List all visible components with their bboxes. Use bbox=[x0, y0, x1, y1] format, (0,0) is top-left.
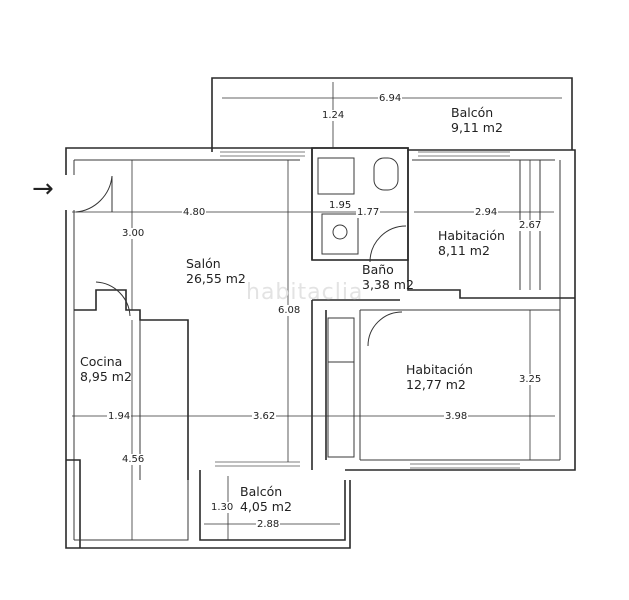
room-name: Habitación bbox=[438, 228, 505, 243]
outer-walls bbox=[65, 147, 576, 549]
dim-bano-width-a: 1.95 bbox=[328, 200, 353, 211]
bedroom-1-walls bbox=[407, 150, 575, 299]
room-area: 26,55 m2 bbox=[186, 271, 246, 286]
room-area: 8,95 m2 bbox=[80, 369, 132, 384]
dim-hab1-depth: 2.67 bbox=[518, 220, 543, 231]
room-name: Salón bbox=[186, 256, 221, 271]
room-name: Habitación bbox=[406, 362, 473, 377]
room-name: Baño bbox=[362, 262, 394, 277]
entry-arrow-icon: → bbox=[32, 174, 54, 204]
dim-salon-depth: 6.08 bbox=[277, 305, 302, 316]
dim-balcon-top-width: 6.94 bbox=[378, 93, 403, 104]
entrance-door bbox=[75, 175, 113, 213]
watermark: habitaclia bbox=[246, 280, 364, 305]
dim-balcon-bottom-width: 2.88 bbox=[256, 519, 281, 530]
room-bano: Baño 3,38 m2 bbox=[362, 262, 414, 292]
room-balcon-top: Balcón 9,11 m2 bbox=[451, 105, 503, 135]
room-name: Cocina bbox=[80, 354, 123, 369]
balcony-bottom-walls bbox=[199, 461, 346, 541]
room-area: 3,38 m2 bbox=[362, 277, 414, 292]
dim-hab1-width: 2.94 bbox=[474, 207, 499, 218]
dim-cocina-width: 1.94 bbox=[107, 411, 132, 422]
room-salon: Salón 26,55 m2 bbox=[186, 256, 246, 286]
room-area: 9,11 m2 bbox=[451, 120, 503, 135]
dim-hab2-depth: 3.25 bbox=[518, 374, 543, 385]
dim-balcon-top-depth: 1.24 bbox=[321, 110, 346, 121]
room-area: 8,11 m2 bbox=[438, 243, 490, 258]
dim-balcon-bottom-depth: 1.30 bbox=[210, 502, 235, 513]
room-area: 4,05 m2 bbox=[240, 499, 292, 514]
bathroom-walls bbox=[311, 147, 409, 263]
dim-salon-top-depth: 3.00 bbox=[121, 228, 146, 239]
dim-hab2-width: 3.98 bbox=[444, 411, 469, 422]
room-name: Balcón bbox=[451, 105, 494, 120]
dim-salon-width: 4.80 bbox=[182, 207, 207, 218]
dim-salon-lower-width: 3.62 bbox=[252, 411, 277, 422]
dim-bano-width-b: 1.77 bbox=[356, 207, 381, 218]
bedroom-2-walls bbox=[311, 299, 560, 470]
room-cocina: Cocina 8,95 m2 bbox=[80, 354, 132, 384]
balcony-top-walls bbox=[211, 77, 573, 157]
room-balcon-bottom: Balcón 4,05 m2 bbox=[240, 484, 292, 514]
room-area: 12,77 m2 bbox=[406, 377, 466, 392]
kitchen-walls bbox=[66, 281, 189, 548]
room-habitacion-2: Habitación 12,77 m2 bbox=[406, 362, 473, 392]
room-name: Balcón bbox=[240, 484, 283, 499]
dim-cocina-depth: 4.56 bbox=[121, 454, 146, 465]
room-habitacion-1: Habitación 8,11 m2 bbox=[438, 228, 505, 258]
